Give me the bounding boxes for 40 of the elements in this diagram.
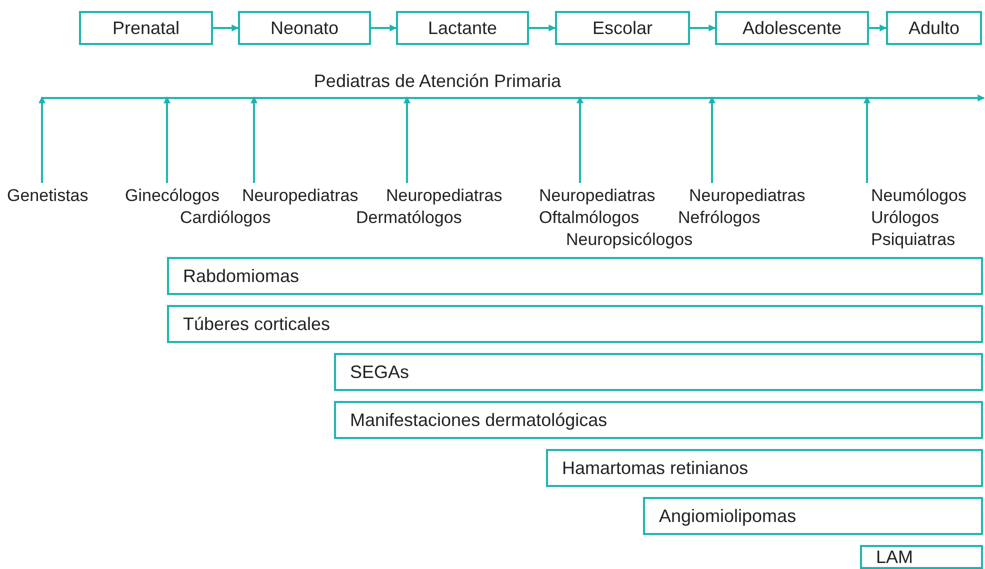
manifestation-bar: Rabdomiomas xyxy=(167,257,983,295)
arrow xyxy=(529,24,556,32)
stage-box: Lactante xyxy=(396,11,529,45)
specialist-label: Oftalmólogos xyxy=(539,207,640,229)
stage-box: Escolar xyxy=(555,11,690,45)
specialist-label: Neuropediatras xyxy=(539,185,656,207)
specialist-label: Neuropediatras xyxy=(242,185,358,207)
arrow xyxy=(213,24,239,32)
arrow xyxy=(864,96,870,183)
specialist-label: Psiquiatras xyxy=(871,229,956,251)
specialist-label: Urólogos xyxy=(871,207,940,229)
specialist-label: Neuropediatras xyxy=(386,185,502,207)
stage-box: Adulto xyxy=(886,11,982,45)
stage-box: Adolescente xyxy=(715,11,869,45)
stage-box: Neonato xyxy=(238,11,371,45)
specialist-label: Neuropsicólogos xyxy=(566,229,693,251)
manifestation-bar: Manifestaciones dermatológicas xyxy=(334,401,983,439)
specialist-label: Ginecólogos xyxy=(125,185,220,207)
specialist-label: Genetistas xyxy=(7,185,88,207)
arrow xyxy=(576,96,584,183)
specialist-label: Cardiólogos xyxy=(180,207,271,229)
timeline-title: Pediatras de Atención Primaria xyxy=(312,70,562,92)
arrow xyxy=(708,96,716,183)
arrow xyxy=(250,96,258,183)
arrow xyxy=(371,24,397,32)
arrow xyxy=(164,96,170,183)
manifestation-bar: LAM xyxy=(860,545,983,569)
specialist-label: Dermatólogos xyxy=(356,207,462,229)
arrow xyxy=(404,96,410,183)
specialist-label: Neuropediatras xyxy=(689,185,806,207)
specialist-label: Neumólogos xyxy=(871,185,966,207)
manifestation-bar: Túberes corticales xyxy=(167,305,983,343)
arrow xyxy=(869,24,887,32)
arrow xyxy=(38,96,46,183)
specialist-label: Nefrólogos xyxy=(678,207,760,229)
stage-box: Prenatal xyxy=(79,11,213,45)
arrow xyxy=(690,24,716,32)
manifestation-bar: Angiomiolipomas xyxy=(643,497,983,535)
manifestation-bar: Hamartomas retinianos xyxy=(546,449,983,487)
manifestation-bar: SEGAs xyxy=(334,353,983,391)
